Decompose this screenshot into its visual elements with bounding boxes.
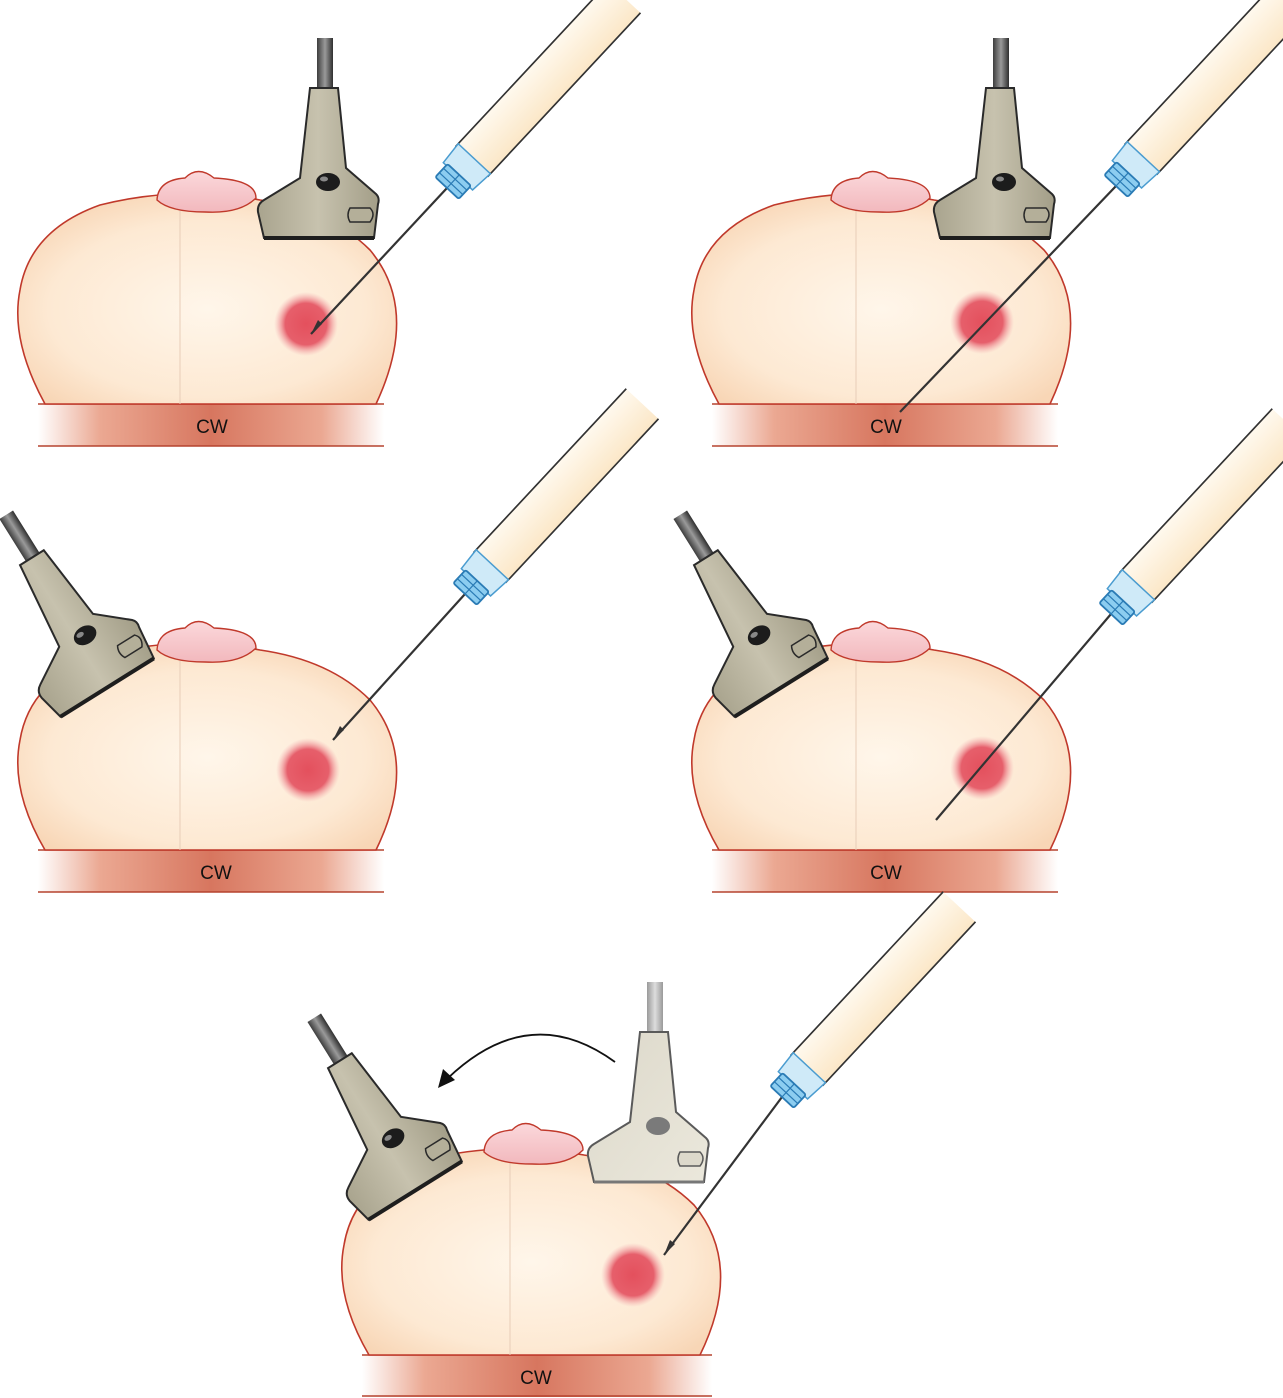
ultrasound-probe-faded-icon bbox=[588, 982, 709, 1182]
syringe-needle-icon bbox=[431, 0, 640, 203]
chest-wall-label: CW bbox=[520, 1368, 552, 1389]
lesion-icon bbox=[276, 738, 340, 802]
syringe-needle-icon bbox=[1095, 409, 1283, 629]
ultrasound-probe-icon bbox=[258, 38, 379, 238]
arrow-icon bbox=[448, 1035, 615, 1078]
lesion-icon bbox=[601, 1243, 665, 1307]
syringe-needle-icon bbox=[449, 389, 658, 609]
nipple-icon bbox=[157, 622, 256, 663]
ultrasound-probe-icon bbox=[934, 38, 1055, 238]
nipple-icon bbox=[831, 172, 930, 213]
syringe-needle-icon bbox=[1100, 0, 1283, 201]
panel-5: CW bbox=[257, 892, 975, 1397]
lesion-icon bbox=[274, 292, 338, 356]
nipple-icon bbox=[157, 172, 256, 213]
chest-wall-label: CW bbox=[200, 863, 232, 884]
chest-wall-label: CW bbox=[196, 417, 228, 438]
panel-4: CW bbox=[623, 409, 1283, 892]
panel-3: CW bbox=[0, 389, 658, 892]
panel-1: CW bbox=[18, 0, 641, 446]
lesion-icon bbox=[950, 290, 1014, 354]
panel-2: CW bbox=[692, 0, 1283, 446]
nipple-icon bbox=[831, 622, 930, 663]
chest-wall-label: CW bbox=[870, 417, 902, 438]
lesion-icon bbox=[950, 736, 1014, 800]
syringe-needle-icon bbox=[766, 892, 975, 1112]
needle bbox=[333, 594, 465, 740]
nipple-icon bbox=[484, 1124, 583, 1165]
chest-wall-label: CW bbox=[870, 863, 902, 884]
